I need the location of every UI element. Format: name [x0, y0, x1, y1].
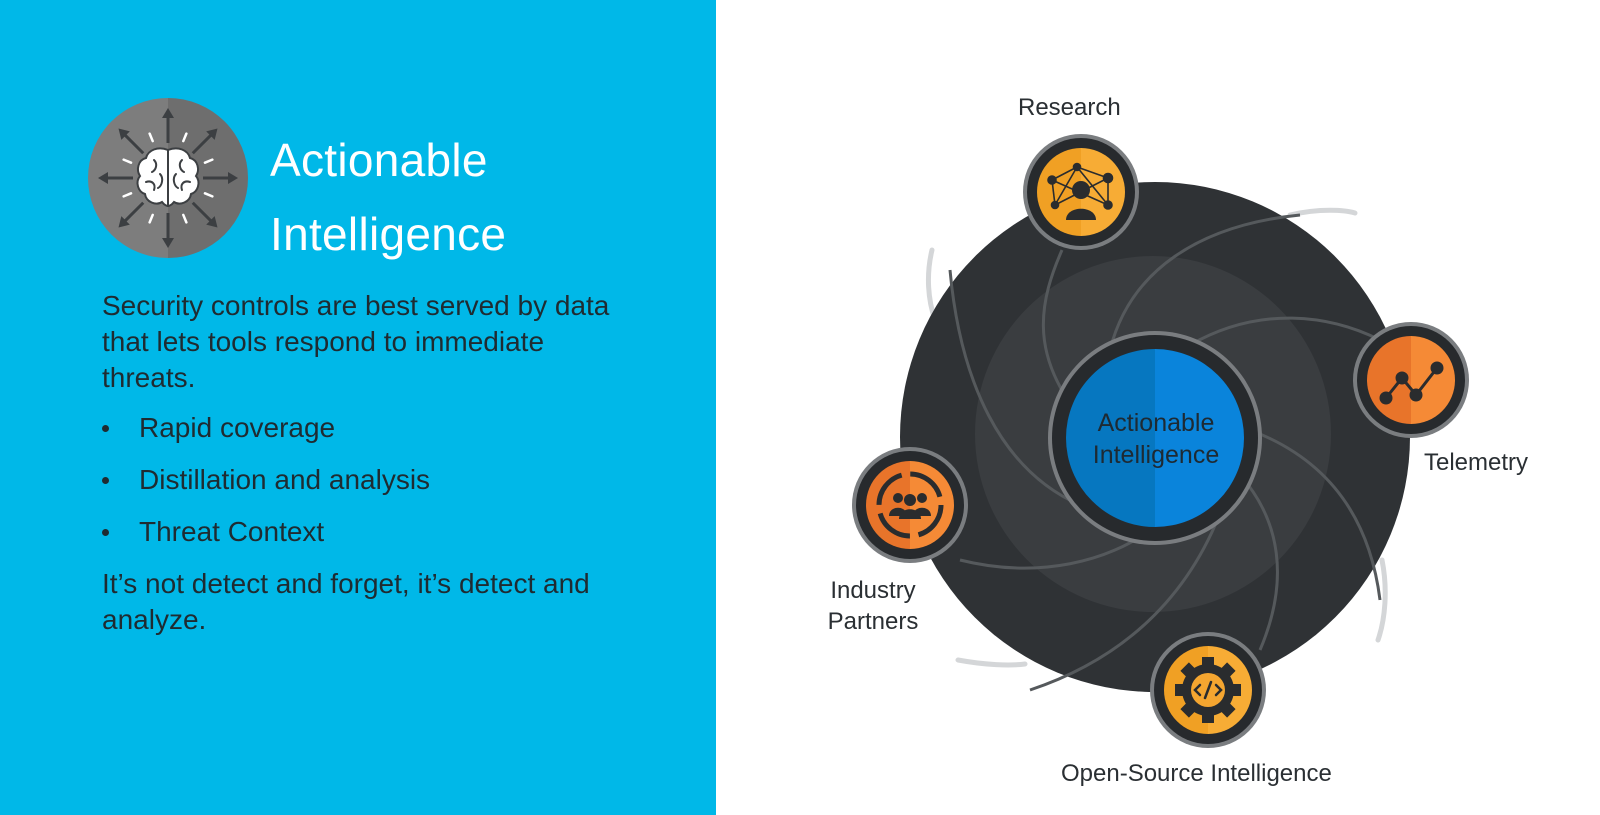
label-open-source-intelligence: Open-Source Intelligence	[1061, 760, 1332, 787]
label-industry-partners-line-2: Partners	[827, 608, 919, 635]
title-line-2: Intelligence	[270, 208, 507, 260]
bullet-text: Threat Context	[139, 516, 325, 547]
bullet-item: Distillation and analysis	[102, 460, 430, 512]
brain-icon	[88, 98, 248, 258]
intelligence-diagram	[852, 134, 1469, 748]
label-industry-partners-line-1: Industry	[830, 577, 916, 604]
gear-code-icon	[1175, 657, 1241, 723]
title-line-1: Actionable	[270, 134, 488, 186]
bullet-dot	[102, 425, 109, 432]
node-telemetry[interactable]	[1353, 322, 1469, 438]
bullet-dot	[102, 529, 109, 536]
bullet-text: Rapid coverage	[139, 412, 336, 443]
intro-paragraph: Security controls are best served by dat…	[102, 290, 610, 393]
line-graph-icon	[1379, 361, 1444, 405]
node-open-source-intelligence[interactable]	[1150, 632, 1266, 748]
group-cycle-icon	[876, 471, 944, 539]
bullet-item: Threat Context	[102, 512, 430, 564]
closing-paragraph: It’s not detect and forget, it’s detect …	[102, 568, 590, 635]
bullet-dot	[102, 477, 109, 484]
center-label-line-1: Actionable	[1097, 409, 1215, 437]
label-telemetry: Telemetry	[1424, 449, 1529, 476]
bullet-item: Rapid coverage	[102, 408, 430, 460]
center-label: Actionable Intelligence	[1065, 407, 1247, 471]
center-label-line-2: Intelligence	[1092, 441, 1220, 469]
node-industry-partners[interactable]	[852, 447, 968, 563]
bullet-list: Rapid coverage Distillation and analysis…	[102, 408, 430, 564]
node-research[interactable]	[1023, 134, 1139, 250]
label-research: Research	[1018, 94, 1121, 121]
label-industry-partners: Industry Partners	[824, 575, 922, 637]
bullet-text: Distillation and analysis	[139, 464, 431, 495]
network-person-icon	[1047, 162, 1114, 220]
